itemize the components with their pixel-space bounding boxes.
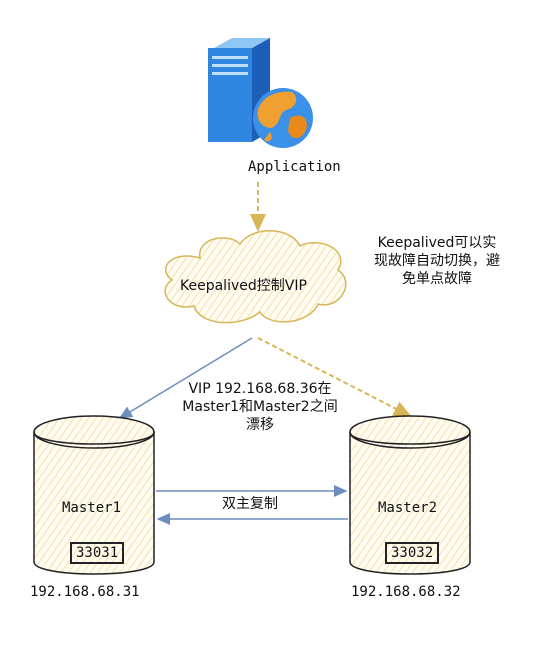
server-globe-icon: [208, 38, 313, 148]
keepalived-cloud: [164, 230, 347, 324]
vip-note-line: Master1和Master2之间: [182, 399, 338, 415]
keepalived-note-line: 免单点故障: [402, 271, 472, 287]
application-label: Application: [248, 159, 341, 175]
vip-to-master2-arrow: [257, 337, 412, 417]
master2-cylinder: [349, 415, 471, 575]
vip-note-line: 漂移: [246, 417, 274, 433]
vip-to-master1-arrow: [118, 337, 253, 419]
master1-cylinder: [33, 415, 155, 575]
keepalived-note-line: Keepalived可以实: [377, 235, 497, 251]
master1-name: Master1: [62, 500, 122, 516]
vip-note-line: VIP 192.168.68.36在: [188, 381, 332, 397]
keepalived-note-line: 现故障自动切换，避: [374, 253, 500, 269]
master2-port: 33032: [385, 542, 440, 564]
master1-port: 33031: [70, 542, 125, 564]
keepalived-label: Keepalived控制VIP: [180, 278, 307, 294]
vip-note: VIP 192.168.68.36在 Master1和Master2之间 漂移: [160, 380, 360, 434]
replication-label: 双主复制: [222, 496, 278, 512]
master1-ip: 192.168.68.31: [30, 584, 140, 600]
keepalived-note: Keepalived可以实 现故障自动切换，避 免单点故障: [352, 234, 522, 288]
master2-name: Master2: [378, 500, 438, 516]
master2-ip: 192.168.68.32: [351, 584, 461, 600]
